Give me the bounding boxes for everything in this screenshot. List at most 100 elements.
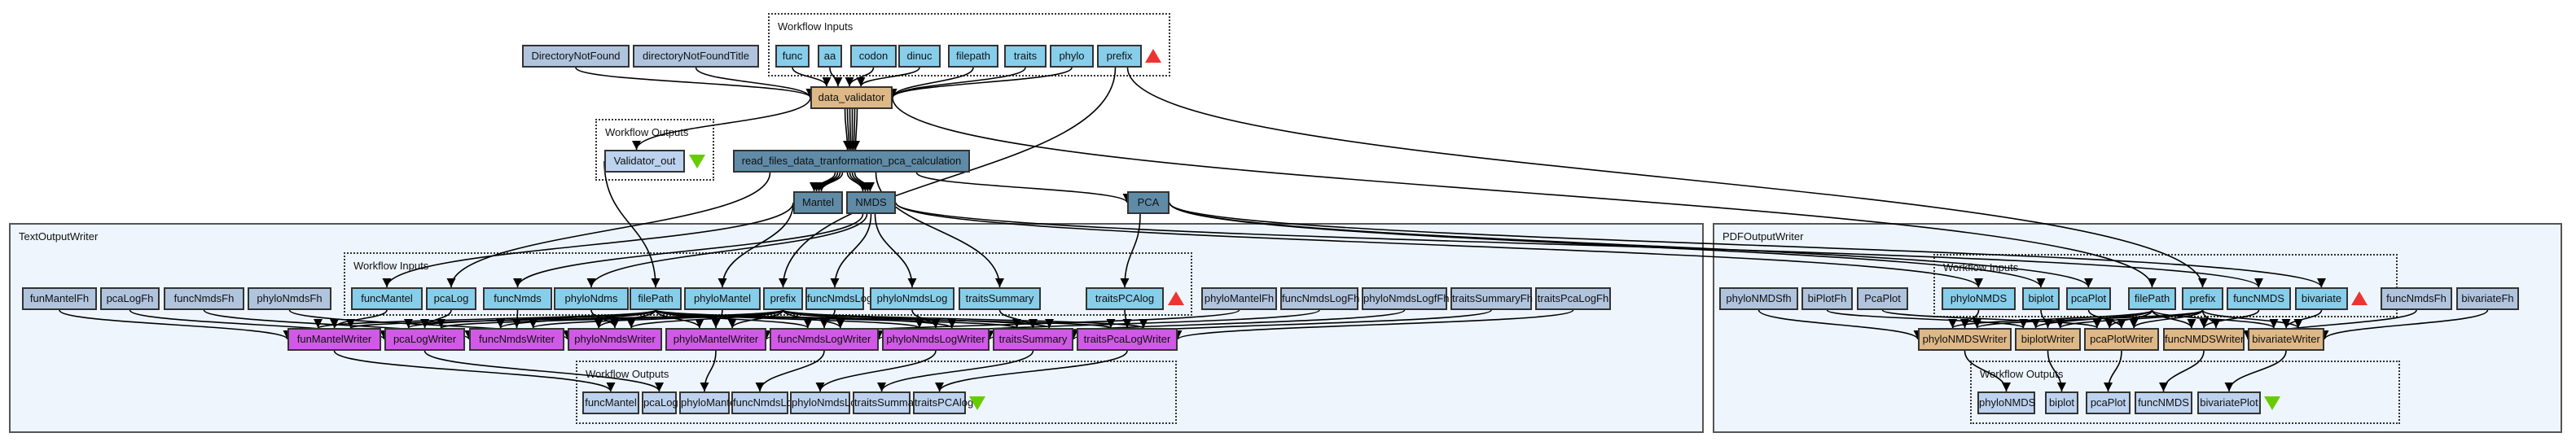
workflow-output-node[interactable]: Validator_out <box>604 150 685 173</box>
cluster-label: Workflow Outputs <box>586 368 669 380</box>
workflow-input-node[interactable]: traits <box>1004 45 1047 68</box>
workflow-output-node[interactable]: traitsPCAlog <box>913 391 973 414</box>
edge <box>842 108 853 151</box>
workflow-input-node[interactable]: pcaLog <box>426 287 476 310</box>
workflow-input-node[interactable]: codon <box>850 45 897 68</box>
transform-node[interactable]: read_files_data_tranformation_pca_calcul… <box>733 150 970 173</box>
constant-node[interactable]: directoryNotFoundTitle <box>633 45 759 68</box>
output-marker-icon <box>2264 396 2280 410</box>
edge <box>816 172 844 192</box>
subworkflow-title: TextOutputWriter <box>19 230 99 243</box>
pdf-writer-node[interactable]: funcNMDSWriter <box>2163 328 2245 351</box>
edge <box>851 172 873 192</box>
edge <box>849 172 871 192</box>
workflow-input-node[interactable]: prefix <box>763 287 803 310</box>
cluster-label: Workflow Inputs <box>778 20 854 33</box>
workflow-input-node[interactable]: phylo <box>1050 45 1094 68</box>
constant-node[interactable]: funcNmdsFh <box>2381 287 2452 310</box>
edge <box>854 172 875 192</box>
edge <box>811 172 839 192</box>
data-validator-node[interactable]: data_validator <box>810 86 893 109</box>
mantel-node[interactable]: Mantel <box>793 191 843 214</box>
workflow-input-node[interactable]: prefix <box>1097 45 1142 68</box>
constant-node[interactable]: bivariateFh <box>2456 287 2519 310</box>
workflow-input-node[interactable]: filePath <box>630 287 682 310</box>
constant-node[interactable]: funMantelFh <box>22 287 97 310</box>
workflow-output-node[interactable]: phyloMantel <box>679 391 738 414</box>
workflow-input-node[interactable]: funcMantel <box>351 287 423 310</box>
cluster-label: Workflow Inputs <box>1943 261 2019 273</box>
text-writer-node[interactable]: phyloNmdsWriter <box>568 328 662 351</box>
workflow-output-node[interactable]: funcNmdsLog <box>731 391 798 414</box>
workflow-output-node[interactable]: biplot <box>2045 391 2078 414</box>
constant-node[interactable]: pcaLogFh <box>100 287 160 310</box>
pdf-writer-node[interactable]: phyloNMDSWriter <box>1918 328 2012 351</box>
text-writer-node[interactable]: funcNmdsWriter <box>469 328 564 351</box>
pdf-writer-node[interactable]: pcaPlotWriter <box>2084 328 2159 351</box>
constant-node[interactable]: traitsSummaryFh <box>1450 287 1533 310</box>
workflow-input-node[interactable]: funcNmds <box>483 287 552 310</box>
workflow-input-node[interactable]: phyloMantel <box>684 287 761 310</box>
text-writer-node[interactable]: pcaLogWriter <box>384 328 465 351</box>
workflow-output-node[interactable]: funcMantel <box>582 391 639 414</box>
workflow-input-node[interactable]: biplot <box>2022 287 2060 310</box>
workflow-output-node[interactable]: bivariatePlot <box>2197 391 2261 414</box>
edge <box>915 172 1132 203</box>
constant-node[interactable]: PcaPlot <box>1857 287 1908 310</box>
workflow-output-node[interactable]: traitsSummary <box>853 391 923 414</box>
edge <box>845 108 856 151</box>
workflow-input-node[interactable]: funcNMDS <box>2227 287 2291 310</box>
edge <box>850 108 861 151</box>
cluster-label: Workflow Outputs <box>1980 368 2064 380</box>
text-writer-node[interactable]: funcNmdsLogWriter <box>770 328 879 351</box>
text-writer-node[interactable]: phyloNmdsLogWriter <box>882 328 990 351</box>
edge <box>809 172 836 192</box>
workflow-input-node[interactable]: dinuc <box>898 45 941 68</box>
constant-node[interactable]: biPlotFh <box>1801 287 1853 310</box>
workflow-input-node[interactable]: traitsSummary <box>959 287 1041 310</box>
workflow-output-node[interactable]: phyloNmdsLog <box>790 391 862 414</box>
text-writer-node[interactable]: phyloMantelWriter <box>665 328 766 351</box>
constant-node[interactable]: funcNmdsFh <box>164 287 244 310</box>
pdf-writer-node[interactable]: bivariateWriter <box>2248 328 2324 351</box>
constant-node[interactable]: phyloMantelFh <box>1201 287 1277 310</box>
output-marker-icon <box>689 155 705 168</box>
text-writer-node[interactable]: traitsSummary <box>993 328 1073 351</box>
workflow-input-node[interactable]: pcaPlot <box>2066 287 2111 310</box>
constant-node[interactable]: phyloNMDSfh <box>1719 287 1798 310</box>
constant-node[interactable]: traitsPcaLogFh <box>1535 287 1611 310</box>
workflow-input-node[interactable]: phyloNmdsLog <box>870 287 954 310</box>
workflow-input-node[interactable]: phyloNdms <box>554 287 629 310</box>
workflow-input-node[interactable]: traitsPCAlog <box>1086 287 1164 310</box>
nmds-node[interactable]: NMDS <box>846 191 896 214</box>
workflow-output-node[interactable]: pcaPlot <box>2086 391 2131 414</box>
workflow-input-node[interactable]: prefix <box>2182 287 2223 310</box>
workflow-input-node[interactable]: aa <box>818 45 842 68</box>
workflow-input-node[interactable]: func <box>775 45 810 68</box>
workflow-output-node[interactable]: pcaLog <box>642 391 678 414</box>
workflow-input-node[interactable]: phyloNMDS <box>1942 287 2016 310</box>
output-marker-icon <box>969 396 985 410</box>
constant-node[interactable]: DirectoryNotFound <box>522 45 630 68</box>
input-marker-icon <box>2351 291 2368 305</box>
workflow-input-node[interactable]: filePath <box>2128 287 2176 310</box>
text-writer-node[interactable]: funMantelWriter <box>287 328 381 351</box>
edge <box>846 172 868 192</box>
cluster-label: Workflow Inputs <box>353 260 429 272</box>
workflow-output-node[interactable]: phyloNMDS <box>1977 391 2035 414</box>
cluster-label: Workflow Outputs <box>605 126 689 138</box>
text-writer-node[interactable]: traitsPcaLogWriter <box>1077 328 1178 351</box>
constant-node[interactable]: phyloNmdsFh <box>248 287 331 310</box>
pdf-writer-node[interactable]: biplotWriter <box>2015 328 2081 351</box>
edge <box>844 108 854 151</box>
pca-node[interactable]: PCA <box>1127 191 1170 214</box>
constant-node[interactable]: funcNmdsLogFh <box>1280 287 1359 310</box>
constant-node[interactable]: phyloNmdsLogfFh <box>1362 287 1450 310</box>
workflow-input-node[interactable]: bivariate <box>2295 287 2348 310</box>
edge <box>814 172 841 192</box>
input-marker-icon <box>1168 291 1184 305</box>
workflow-input-node[interactable]: funcNmdsLog <box>805 287 872 310</box>
workflow-output-node[interactable]: funcNMDS <box>2135 391 2192 414</box>
input-marker-icon <box>1145 49 1161 63</box>
workflow-input-node[interactable]: filepath <box>948 45 998 68</box>
